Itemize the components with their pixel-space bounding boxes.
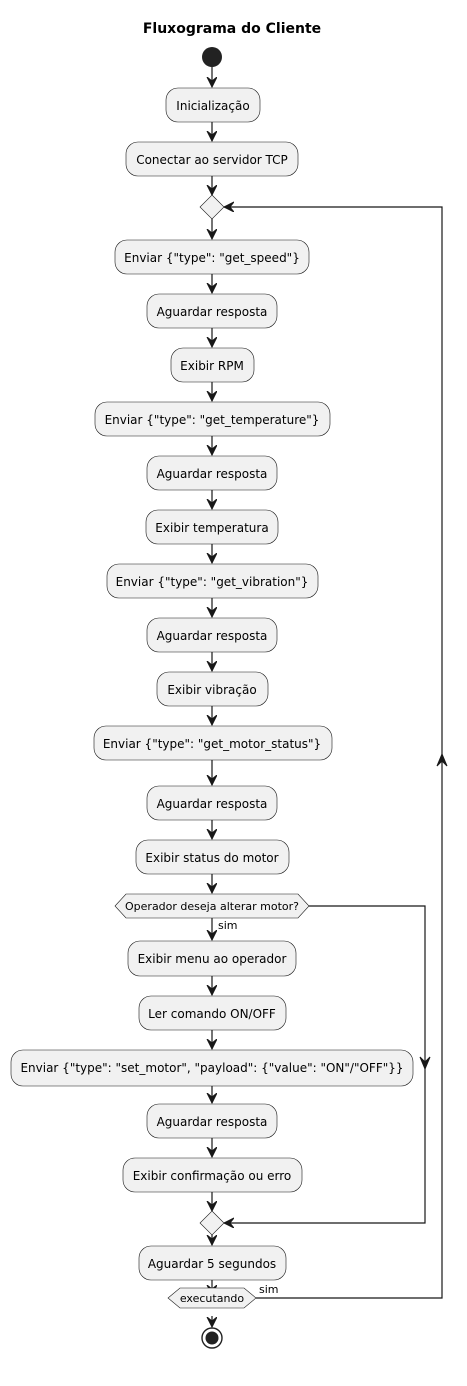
decision-operator-change-motor: Operador deseja alterar motor? [114,893,310,919]
svg-text:Aguardar 5 segundos: Aguardar 5 segundos [148,1257,276,1271]
svg-text:Operador deseja alterar motor?: Operador deseja alterar motor? [125,900,299,913]
action-node-show-vibration: Exibir vibração [156,671,269,707]
svg-text:Exibir status do motor: Exibir status do motor [145,851,278,865]
action-node-wait-5-seconds: Aguardar 5 segundos [138,1245,287,1281]
action-node-read-command: Ler comando ON/OFF [138,995,287,1031]
action-node-send-temperature: Enviar {"type": "get_temperature"} [94,401,331,437]
diagram-title: Fluxograma do Cliente [143,21,321,37]
svg-text:Exibir vibração: Exibir vibração [167,683,256,697]
action-node-connect: Conectar ao servidor TCP [125,141,299,177]
action-node-show-menu: Exibir menu ao operador [127,940,297,977]
operator-no-branch-midarrow [419,1056,431,1071]
action-node-init: Inicialização [165,87,261,123]
action-node-send-vibration: Enviar {"type": "get_vibration"} [106,563,319,599]
action-node-wait-4: Aguardar resposta [146,785,278,821]
action-node-wait-3: Aguardar resposta [146,617,278,653]
svg-text:Enviar {"type": "set_motor", ": Enviar {"type": "set_motor", "payload": … [20,1061,403,1075]
loop-merge-diamond [199,194,225,220]
svg-text:Aguardar resposta: Aguardar resposta [157,467,268,481]
svg-text:Aguardar resposta: Aguardar resposta [157,629,268,643]
svg-text:Ler comando ON/OFF: Ler comando ON/OFF [148,1007,276,1021]
action-node-wait-5: Aguardar resposta [146,1103,278,1139]
loop-back-edge [224,207,443,1299]
operator-merge-diamond [199,1210,225,1236]
operator-yes-label: sim [218,919,238,932]
action-node-send-motor-status: Enviar {"type": "get_motor_status"} [93,725,333,761]
svg-text:Exibir temperatura: Exibir temperatura [155,521,268,535]
loop-back-edge-midarrow [436,752,448,767]
svg-text:Enviar {"type": "get_temperatu: Enviar {"type": "get_temperature"} [105,413,320,427]
action-node-show-confirmation: Exibir confirmação ou erro [122,1157,303,1193]
svg-text:Aguardar resposta: Aguardar resposta [157,797,268,811]
svg-text:Enviar {"type": "get_speed"}: Enviar {"type": "get_speed"} [124,251,300,265]
loop-yes-label: sim [259,1283,279,1296]
action-node-send-speed: Enviar {"type": "get_speed"} [114,239,310,275]
svg-text:Conectar ao servidor TCP: Conectar ao servidor TCP [136,153,288,167]
action-node-show-rpm: Exibir RPM [170,347,255,383]
action-node-show-motor-status: Exibir status do motor [135,839,290,875]
action-node-send-set-motor: Enviar {"type": "set_motor", "payload": … [10,1049,414,1087]
action-node-show-temperature: Exibir temperatura [145,509,279,545]
svg-text:Inicialização: Inicialização [176,99,249,113]
svg-text:Exibir menu ao operador: Exibir menu ao operador [138,952,287,966]
start-node [202,47,222,67]
end-node [201,1327,223,1349]
action-node-wait-2: Aguardar resposta [146,455,278,491]
svg-text:Enviar {"type": "get_vibration: Enviar {"type": "get_vibration"} [116,575,309,589]
svg-text:Enviar {"type": "get_motor_sta: Enviar {"type": "get_motor_status"} [103,737,321,751]
svg-text:Exibir RPM: Exibir RPM [180,359,244,373]
decision-executing: executando [167,1287,257,1309]
svg-text:Aguardar resposta: Aguardar resposta [157,305,268,319]
action-node-wait-1: Aguardar resposta [146,293,278,329]
svg-text:Exibir confirmação ou erro: Exibir confirmação ou erro [133,1169,292,1183]
svg-text:executando: executando [180,1292,245,1305]
svg-text:Aguardar resposta: Aguardar resposta [157,1115,268,1129]
